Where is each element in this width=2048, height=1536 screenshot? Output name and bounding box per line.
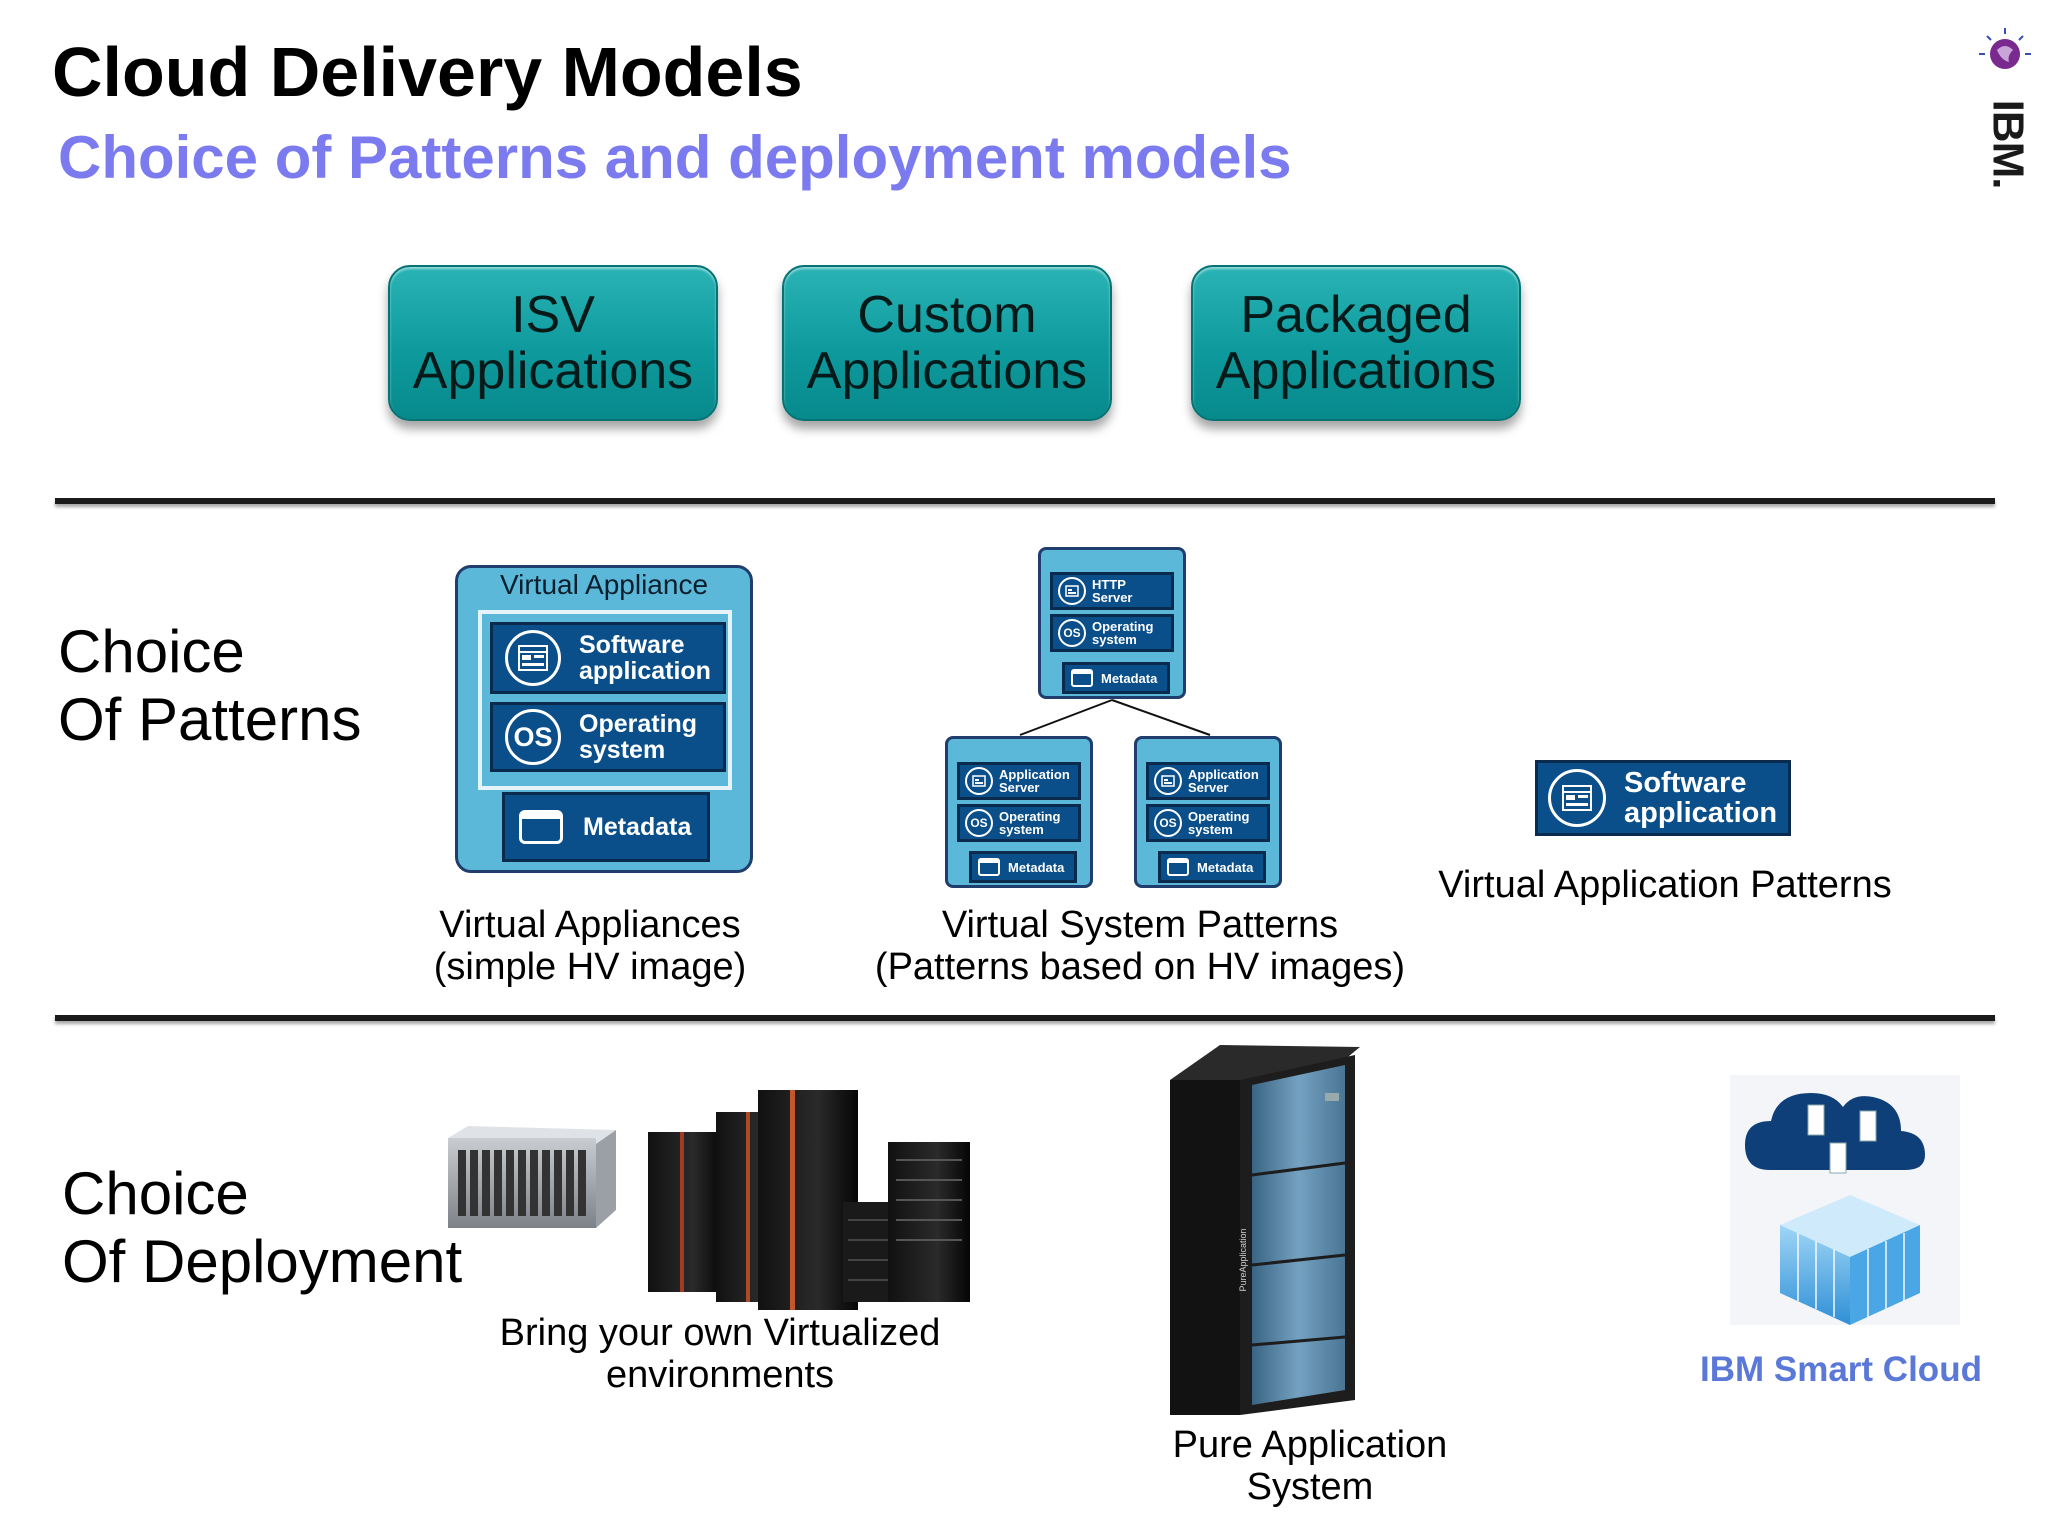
va-software-block: Software application bbox=[490, 622, 726, 694]
right-metadata-block: Metadata bbox=[1158, 851, 1266, 883]
page-subtitle: Choice of Patterns and deployment models bbox=[58, 124, 1292, 191]
section-divider-bottom bbox=[55, 1015, 1995, 1021]
pure-application-caption: Pure Application System bbox=[1172, 1424, 1448, 1508]
packaged-applications-label: Packaged Applications bbox=[1215, 286, 1497, 400]
right-metadata-label: Metadata bbox=[1197, 859, 1254, 875]
right-os-block: OS Operating system bbox=[1146, 804, 1270, 842]
server-icons bbox=[1807, 1104, 1877, 1174]
deployment-section-label: Choice Of Deployment bbox=[62, 1160, 463, 1295]
metadata-window-icon bbox=[519, 810, 563, 844]
section-divider-top bbox=[55, 498, 1995, 504]
smart-cloud-caption: IBM Smart Cloud bbox=[1700, 1350, 1982, 1389]
os-icon: OS bbox=[1058, 619, 1086, 647]
os-icon: OS bbox=[505, 709, 561, 765]
pure-rack-label: PureApplication bbox=[1238, 1228, 1248, 1291]
data-cube-icon bbox=[1780, 1195, 1920, 1325]
os-icon: OS bbox=[1154, 809, 1182, 837]
metadata-window-icon bbox=[1167, 858, 1189, 876]
blade-chassis bbox=[448, 1126, 616, 1228]
left-app-server-block: Application Server bbox=[957, 762, 1081, 800]
packaged-applications-box: Packaged Applications bbox=[1191, 265, 1521, 421]
patterns-section-label: Choice Of Patterns bbox=[58, 618, 362, 753]
pure-application-system-image: PureApplication bbox=[1170, 1045, 1360, 1415]
va-software-label: Software application bbox=[579, 631, 711, 685]
vap-software-block: Software application bbox=[1535, 760, 1791, 836]
right-app-server-label: Application Server bbox=[1188, 767, 1259, 795]
rack-server-group bbox=[648, 1090, 970, 1310]
right-os-label: Operating system bbox=[1188, 809, 1250, 837]
va-os-block: OS Operating system bbox=[490, 702, 726, 772]
left-metadata-label: Metadata bbox=[1008, 859, 1065, 875]
virtual-application-caption: Virtual Application Patterns bbox=[1438, 864, 1892, 906]
top-metadata-label: Metadata bbox=[1101, 670, 1158, 686]
left-os-block: OS Operating system bbox=[957, 804, 1081, 842]
virtual-system-caption: Virtual System Patterns bbox=[941, 904, 1339, 946]
pattern-connector-lines bbox=[1019, 699, 1211, 736]
left-metadata-block: Metadata bbox=[969, 851, 1077, 883]
metadata-window-icon bbox=[978, 858, 1000, 876]
os-icon: OS bbox=[965, 809, 993, 837]
software-application-icon bbox=[505, 630, 561, 686]
virtualized-servers-image bbox=[448, 1090, 970, 1310]
svg-text:IBM.: IBM. bbox=[1983, 100, 2032, 189]
server-icon bbox=[1058, 577, 1086, 605]
byo-caption: Bring your own Virtualized environments bbox=[499, 1312, 941, 1396]
top-os-block: OS Operating system bbox=[1050, 614, 1174, 652]
server-icon bbox=[1154, 767, 1182, 795]
va-metadata-block: Metadata bbox=[502, 792, 710, 862]
http-server-block: HTTP Server bbox=[1050, 572, 1174, 610]
ibm-logo: IBM. bbox=[1979, 28, 2032, 189]
virtual-appliance-inner-frame bbox=[478, 610, 732, 790]
top-metadata-block: Metadata bbox=[1062, 662, 1170, 694]
virtual-appliance-header: Virtual Appliance bbox=[499, 569, 709, 600]
server-icon bbox=[965, 767, 993, 795]
custom-applications-box: Custom Applications bbox=[782, 265, 1112, 421]
left-os-label: Operating system bbox=[999, 809, 1061, 837]
virtual-system-subcaption: (Patterns based on HV images) bbox=[874, 946, 1406, 988]
cloud-icon bbox=[1745, 1093, 1925, 1170]
isv-applications-label: ISV Applications bbox=[412, 286, 694, 400]
va-metadata-label: Metadata bbox=[583, 812, 692, 841]
page-title: Cloud Delivery Models bbox=[52, 33, 803, 111]
top-os-label: Operating system bbox=[1092, 619, 1154, 647]
globe-icon bbox=[1979, 28, 2031, 69]
right-app-server-block: Application Server bbox=[1146, 762, 1270, 800]
virtual-appliances-caption: Virtual Appliances (simple HV image) bbox=[433, 904, 747, 988]
left-app-server-label: Application Server bbox=[999, 767, 1070, 795]
custom-applications-label: Custom Applications bbox=[806, 286, 1088, 400]
smart-cloud-image bbox=[1730, 1075, 1960, 1325]
vap-software-label: Software application bbox=[1624, 767, 1778, 829]
isv-applications-box: ISV Applications bbox=[388, 265, 718, 421]
http-server-label: HTTP Server bbox=[1092, 577, 1133, 605]
va-os-label: Operating system bbox=[579, 710, 698, 764]
software-application-icon bbox=[1548, 769, 1606, 827]
metadata-window-icon bbox=[1071, 669, 1093, 687]
